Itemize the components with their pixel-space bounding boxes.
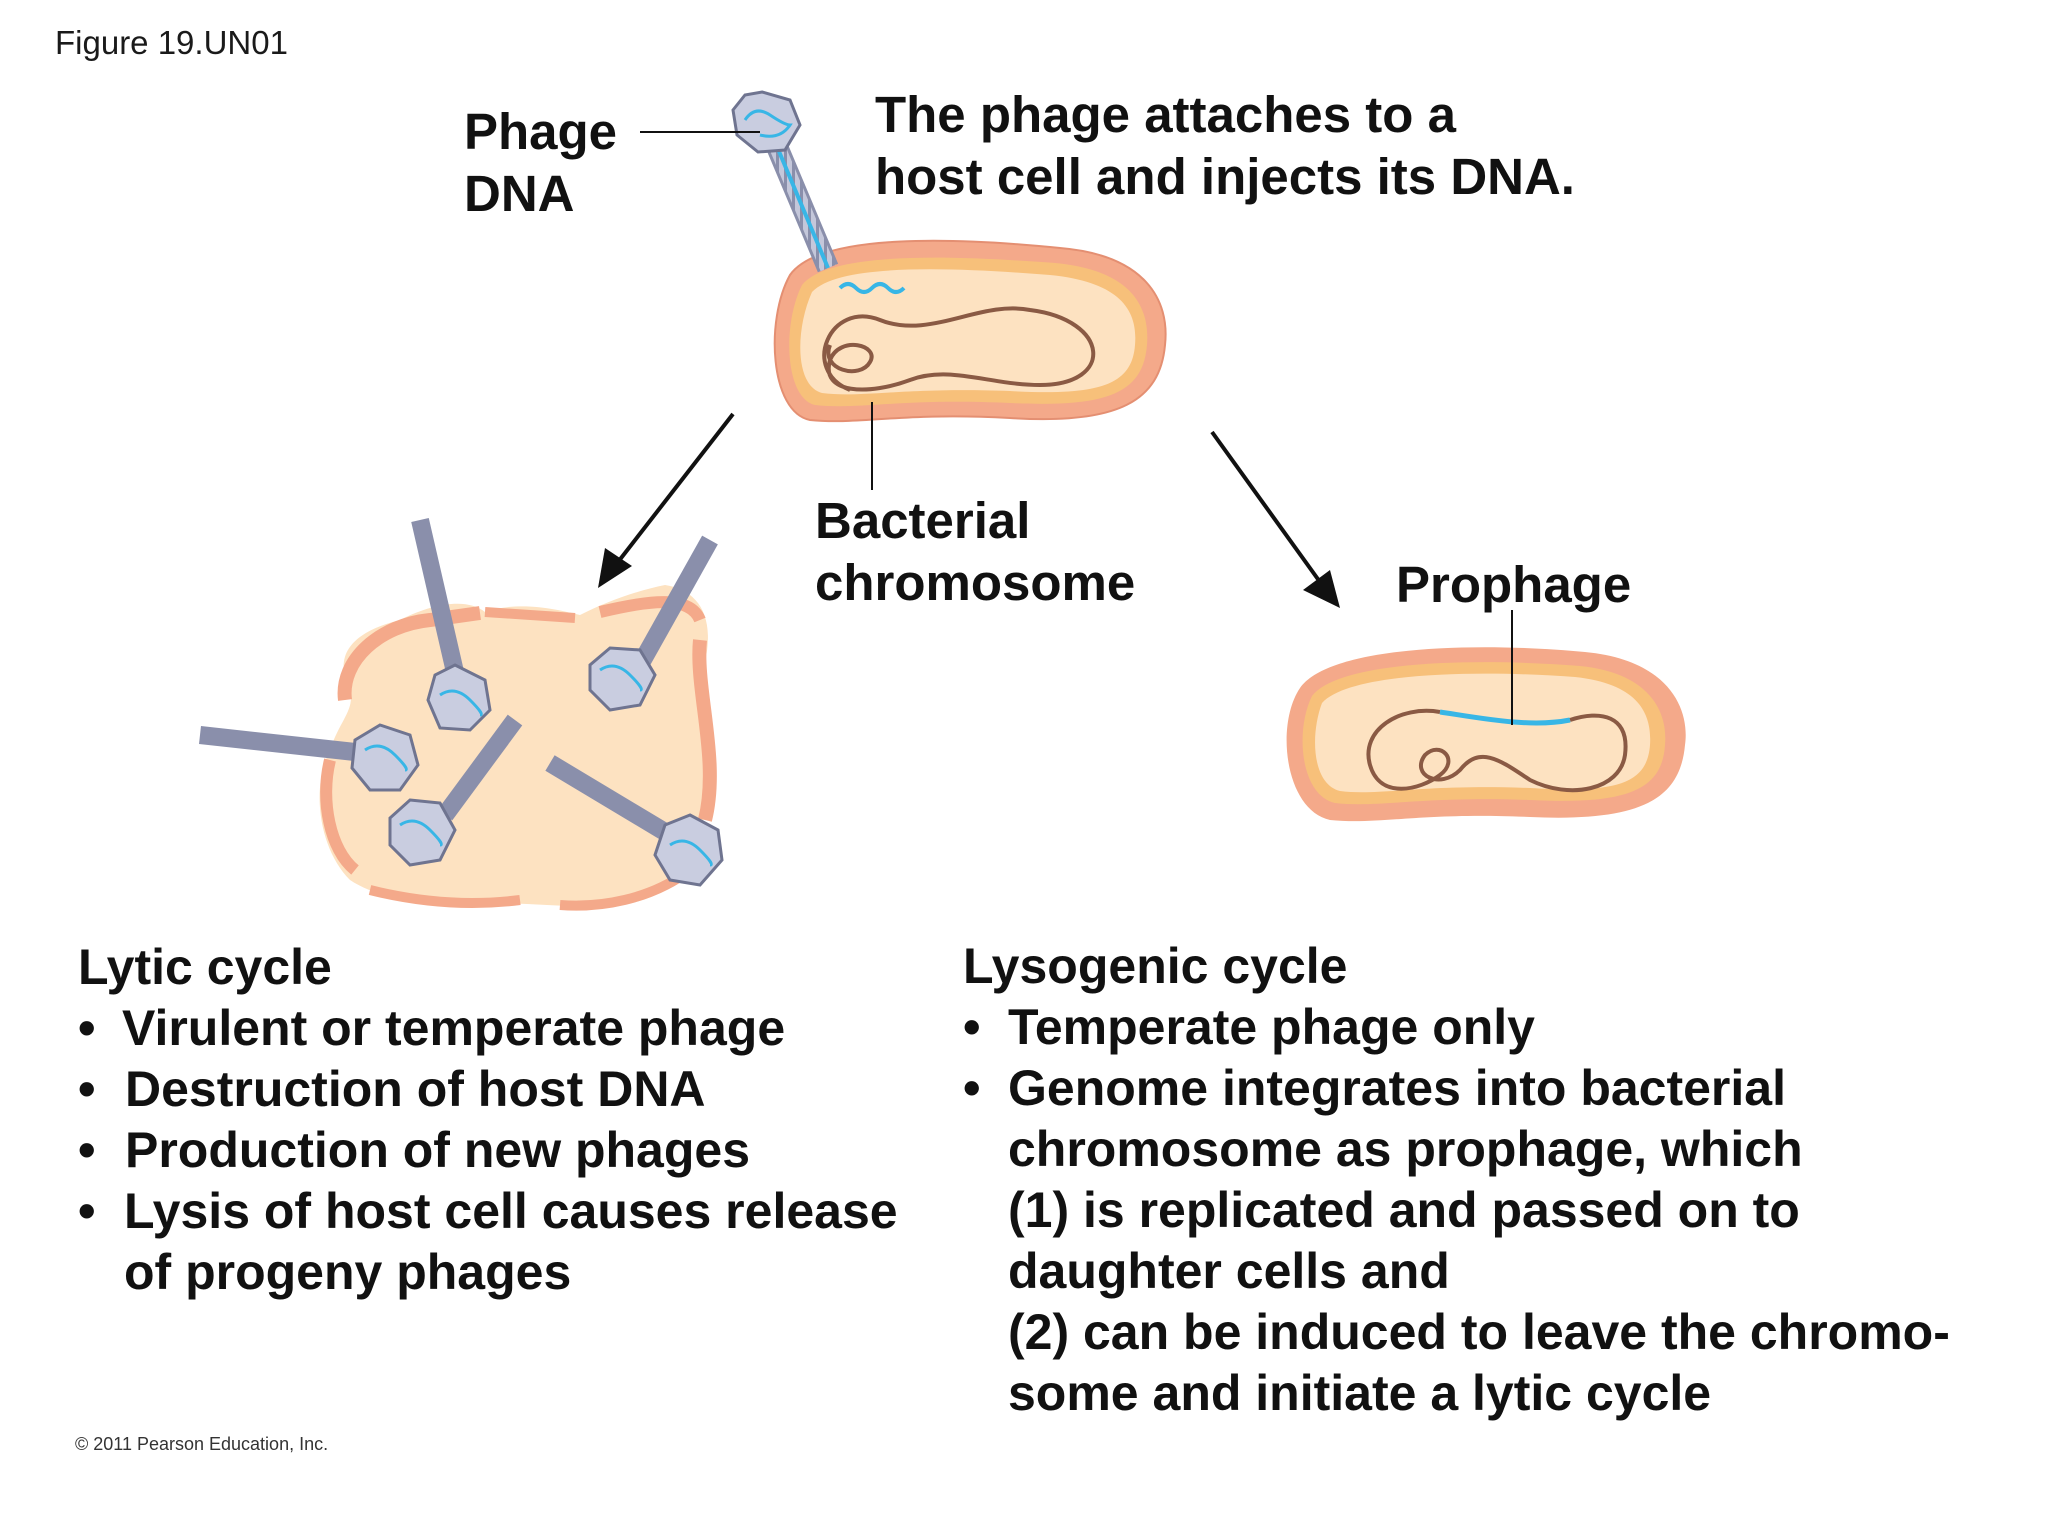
copyright-notice: © 2011 Pearson Education, Inc. xyxy=(75,1434,329,1454)
progeny-phages xyxy=(199,517,724,887)
list-item: • Destruction of host DNA xyxy=(78,1059,898,1120)
list-item-text: (2) can be induced to leave the chromo- xyxy=(1008,1304,1950,1360)
list-item: (1) is replicated and passed on to xyxy=(963,1180,1950,1241)
progeny-phage-1 xyxy=(411,517,492,732)
prophage-label: Prophage xyxy=(1396,556,1632,613)
progeny-phage-4 xyxy=(388,714,523,867)
list-item-text: of progeny phages xyxy=(124,1244,572,1300)
list-item-text: Destruction of host DNA xyxy=(125,1061,706,1117)
bullet: • xyxy=(78,1122,96,1178)
prophage-dna-segment xyxy=(1439,709,1571,726)
progeny-phage-2 xyxy=(588,535,718,712)
list-item: of progeny phages xyxy=(78,1242,898,1303)
lytic-cycle-heading: Lytic cycle xyxy=(78,939,332,995)
list-item-text: Temperate phage only xyxy=(1008,999,1535,1055)
bullet: • xyxy=(78,1061,96,1117)
list-item-text: some and initiate a lytic cycle xyxy=(1008,1365,1712,1421)
phage-dna-label-line1: Phage xyxy=(464,103,618,160)
list-item-text: chromosome as prophage, which xyxy=(1008,1121,1803,1177)
lytic-cycle-section: Lytic cycle • Virulent or temperate phage… xyxy=(78,936,898,1303)
list-item-text: Lysis of host cell causes release xyxy=(124,1183,898,1239)
list-item: (2) can be induced to leave the chromo- xyxy=(963,1302,1950,1363)
arrow-to-lysogenic xyxy=(1210,430,1340,608)
attach-caption: The phage attaches to a host cell and in… xyxy=(875,84,1575,208)
list-item: • Production of new phages xyxy=(78,1120,898,1181)
bullet: • xyxy=(963,1060,981,1116)
progeny-phage-dna xyxy=(364,664,713,867)
attaching-phage xyxy=(731,90,839,273)
bacterial-chromosome-label-line2: chromosome xyxy=(815,554,1136,611)
list-item-text: (1) is replicated and passed on to xyxy=(1008,1182,1800,1238)
figure-label: Figure 19.UN01 xyxy=(55,24,288,61)
list-item: chromosome as prophage, which xyxy=(963,1119,1950,1180)
list-item-text: Production of new phages xyxy=(125,1122,751,1178)
arrow-to-lytic xyxy=(598,412,735,588)
list-item: • Lysis of host cell causes release xyxy=(78,1181,898,1242)
list-item: • Virulent or temperate phage xyxy=(78,998,898,1059)
progeny-phage-3 xyxy=(199,723,420,792)
bacterial-chromosome-label: Bacterial chromosome xyxy=(815,490,1135,614)
lysogenic-cycle-list: • Temperate phage only • Genome integrates… xyxy=(963,997,1950,1424)
bullet: • xyxy=(78,1183,96,1239)
bullet: • xyxy=(963,999,981,1055)
lytic-cycle-list: • Virulent or temperate phage • Destructio… xyxy=(78,998,898,1303)
phage-dna-label: Phage DNA xyxy=(464,101,617,225)
lysogenic-host-cell xyxy=(1286,647,1686,822)
list-item: daughter cells and xyxy=(963,1241,1950,1302)
lysogenic-cycle-section: Lysogenic cycle • Temperate phage only • G… xyxy=(963,935,1950,1424)
list-item-text: Genome integrates into bacterial xyxy=(1008,1060,1786,1116)
top-host-cell xyxy=(773,239,1167,423)
bacterial-chromosome-top xyxy=(822,306,1096,392)
progeny-phage-5 xyxy=(545,755,724,887)
list-item: • Genome integrates into bacterial xyxy=(963,1058,1950,1119)
injected-phage-dna xyxy=(838,282,906,294)
bullet: • xyxy=(78,1000,96,1056)
list-item-text: daughter cells and xyxy=(1008,1243,1450,1299)
list-item-text: Virulent or temperate phage xyxy=(122,1000,786,1056)
bacterial-chromosome-label-line1: Bacterial xyxy=(815,492,1031,549)
bacterial-chromosome-lysogenic xyxy=(1366,708,1628,793)
list-item: • Temperate phage only xyxy=(963,997,1950,1058)
phage-dna-label-line2: DNA xyxy=(464,165,575,222)
list-item: some and initiate a lytic cycle xyxy=(963,1363,1950,1424)
lysogenic-cycle-heading: Lysogenic cycle xyxy=(963,938,1348,994)
attach-caption-line1: The phage attaches to a xyxy=(875,86,1456,143)
attach-caption-line2: host cell and injects its DNA. xyxy=(875,148,1575,205)
